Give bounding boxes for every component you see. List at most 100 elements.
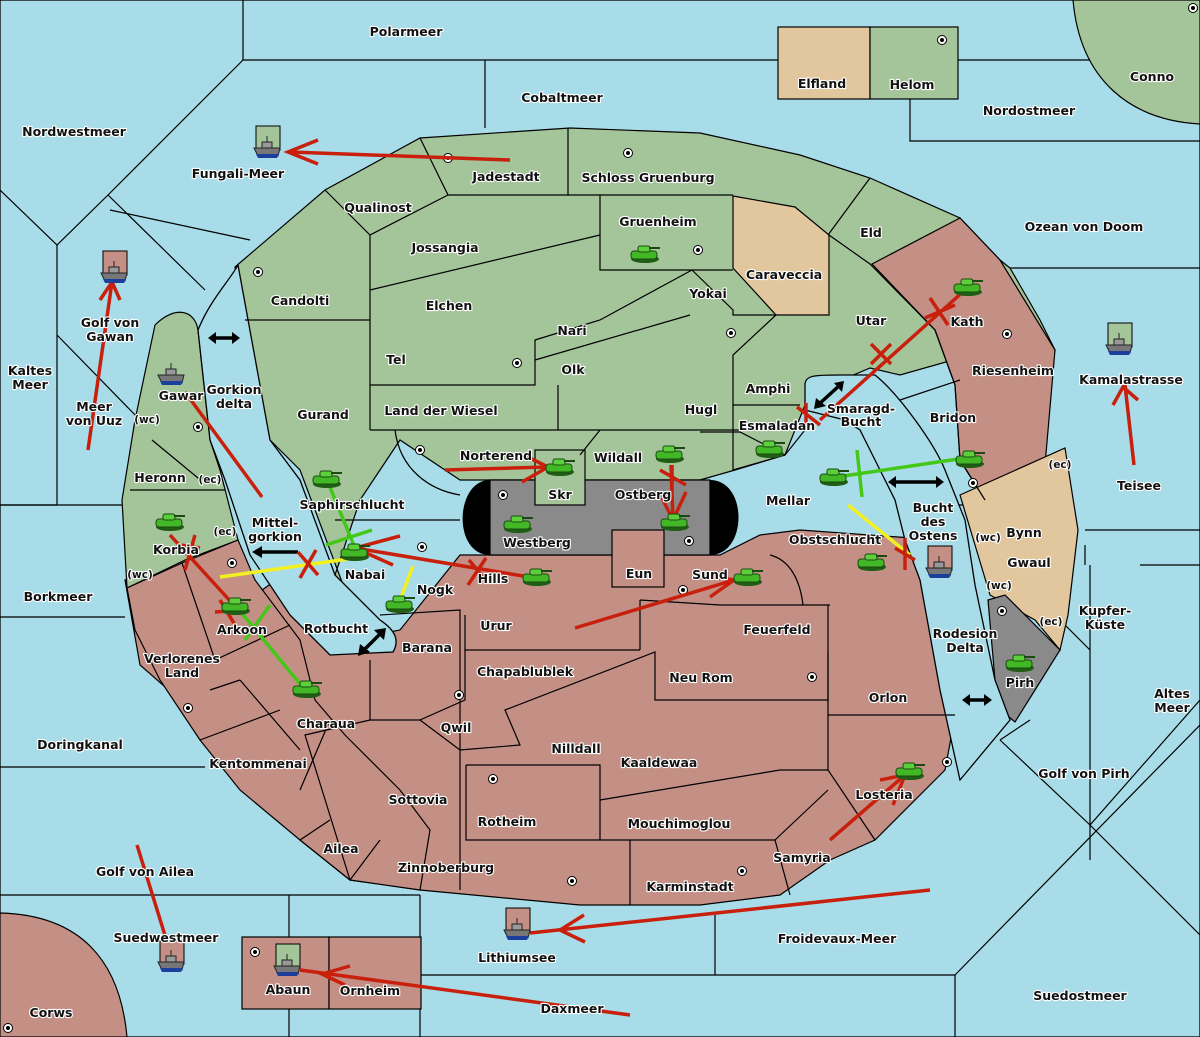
label-bucht-des-ostens-3: Ostens [909, 528, 958, 543]
label-land-der-wiesel: Land der Wiesel [384, 403, 497, 418]
double-arrow-icon [252, 546, 298, 558]
army-tank-icon[interactable] [385, 595, 415, 613]
army-tank-icon[interactable] [522, 568, 552, 586]
coast-connection-arrows [208, 332, 992, 706]
label-gruenheim: Gruenheim [619, 214, 696, 229]
label-nordostmeer: Nordostmeer [983, 103, 1076, 118]
label-ostberg: Ostberg [615, 487, 672, 502]
province-eun[interactable] [611, 529, 665, 588]
label-froidevaux-meer: Froidevaux-Meer [778, 931, 897, 946]
army-tank-icon[interactable] [503, 515, 533, 533]
army-tank-icon[interactable] [292, 680, 322, 698]
province-elfland[interactable] [777, 26, 871, 100]
sea-gorkion[interactable] [197, 263, 397, 656]
impassable-west-end [462, 480, 490, 555]
army-tank-icon[interactable] [660, 513, 690, 531]
army-tank-icon[interactable] [755, 440, 785, 458]
coast-tag-bynn-ec: (ec) [1049, 459, 1072, 471]
label-daxmeer: Daxmeer [540, 1001, 604, 1016]
army-tank-icon[interactable] [857, 553, 887, 571]
army-tank-icon[interactable] [340, 543, 370, 561]
province-ornheim[interactable] [328, 936, 422, 1010]
label-eun: Eun [626, 566, 652, 581]
army-tank-icon[interactable] [655, 445, 685, 463]
province-conno[interactable] [1072, 0, 1200, 125]
label-hugl: Hugl [685, 402, 718, 417]
order-support-cross [855, 449, 864, 498]
label-corws: Corws [30, 1005, 73, 1020]
army-tank-icon[interactable] [221, 597, 251, 615]
army-tank-icon[interactable] [953, 278, 983, 296]
label-gawar: Gawar [159, 388, 205, 403]
double-arrow-icon [208, 332, 240, 344]
supply-center-icon [512, 358, 522, 368]
supply-center-icon [737, 866, 747, 876]
fleet-ship-icon[interactable] [157, 363, 185, 385]
label-kentommenai: Kentommenai [209, 756, 307, 771]
fleet-ship-icon[interactable] [100, 250, 128, 283]
label-wildall: Wildall [594, 450, 642, 465]
label-urur: Urur [480, 618, 512, 633]
sea-smaragd-bucht-des-ostens[interactable] [804, 374, 1011, 782]
label-meer-von-uuz-2: von Uuz [66, 413, 122, 428]
label-ailea: Ailea [323, 841, 358, 856]
label-jossangia: Jossangia [410, 240, 478, 255]
label-smaragd-bucht-1: Smaragd- [827, 401, 895, 416]
arrowhead [556, 913, 586, 944]
army-tank-icon[interactable] [733, 568, 763, 586]
army-tank-icon[interactable] [819, 468, 849, 486]
order-move-arrow [828, 773, 907, 842]
fleet-ship-icon[interactable] [925, 545, 953, 578]
label-qualinost: Qualinost [344, 200, 411, 215]
label-losteria: Losteria [855, 787, 912, 802]
order-support-cross [325, 528, 373, 547]
order-convoy-line [219, 556, 356, 579]
failed-cross-icon [179, 534, 201, 571]
label-borkmeer: Borkmeer [24, 589, 94, 604]
order-move-arrow [354, 546, 536, 580]
fleet-ship-icon[interactable] [503, 907, 531, 940]
supply-center-icon [498, 490, 508, 500]
label-altes-meer-2: Meer [1154, 700, 1190, 715]
supply-center-icon [253, 267, 263, 277]
order-move-arrow [1123, 384, 1136, 466]
units [100, 125, 1133, 976]
label-ozean-von-doom: Ozean von Doom [1025, 219, 1144, 234]
coast-tag-bynn-wc: (wc) [975, 532, 1001, 544]
double-arrow-icon [358, 628, 386, 656]
army-tank-icon[interactable] [312, 470, 342, 488]
province-caraveccia[interactable] [732, 195, 830, 316]
label-conno: Conno [1130, 69, 1175, 84]
label-mittelgorkion-2: gorkion [248, 529, 302, 544]
supply-center-icon [227, 558, 237, 568]
army-tank-icon[interactable] [955, 450, 985, 468]
label-fungali-meer: Fungali-Meer [192, 166, 285, 181]
army-tank-icon[interactable] [155, 513, 185, 531]
army-tank-icon[interactable] [545, 458, 575, 476]
order-move-arrow [289, 150, 511, 162]
label-kaltes-meer-2: Meer [12, 377, 48, 392]
label-rodesion-delta-2: Delta [946, 640, 984, 655]
coast-tag-heronn-ec: (ec) [199, 474, 222, 486]
label-mittelgorkion-1: Mittel- [252, 515, 299, 530]
army-tank-icon[interactable] [1005, 654, 1035, 672]
army-tank-icon[interactable] [630, 245, 660, 263]
label-obstschlucht: Obstschlucht [789, 532, 881, 547]
supply-center-icon [942, 757, 952, 767]
label-polarmeer: Polarmeer [370, 24, 444, 39]
fleet-ship-icon[interactable] [273, 943, 301, 976]
label-golf-von-ailea: Golf von Ailea [96, 864, 194, 879]
fleet-ship-icon[interactable] [1105, 322, 1133, 355]
army-tank-icon[interactable] [895, 762, 925, 780]
order-support-cross [243, 603, 272, 642]
label-rodesion-delta-1: Rodesion [933, 626, 998, 641]
label-nabai: Nabai [345, 567, 386, 582]
failed-cross-icon [894, 538, 916, 570]
province-corws[interactable] [0, 912, 128, 1037]
supply-center-icon [726, 328, 736, 338]
label-verlorenes-land-2: Land [165, 665, 199, 680]
fleet-ship-icon[interactable] [253, 125, 281, 158]
fleet-ship-icon[interactable] [157, 939, 185, 972]
label-pirh: Pirh [1006, 675, 1035, 690]
label-helom: Helom [890, 77, 935, 92]
